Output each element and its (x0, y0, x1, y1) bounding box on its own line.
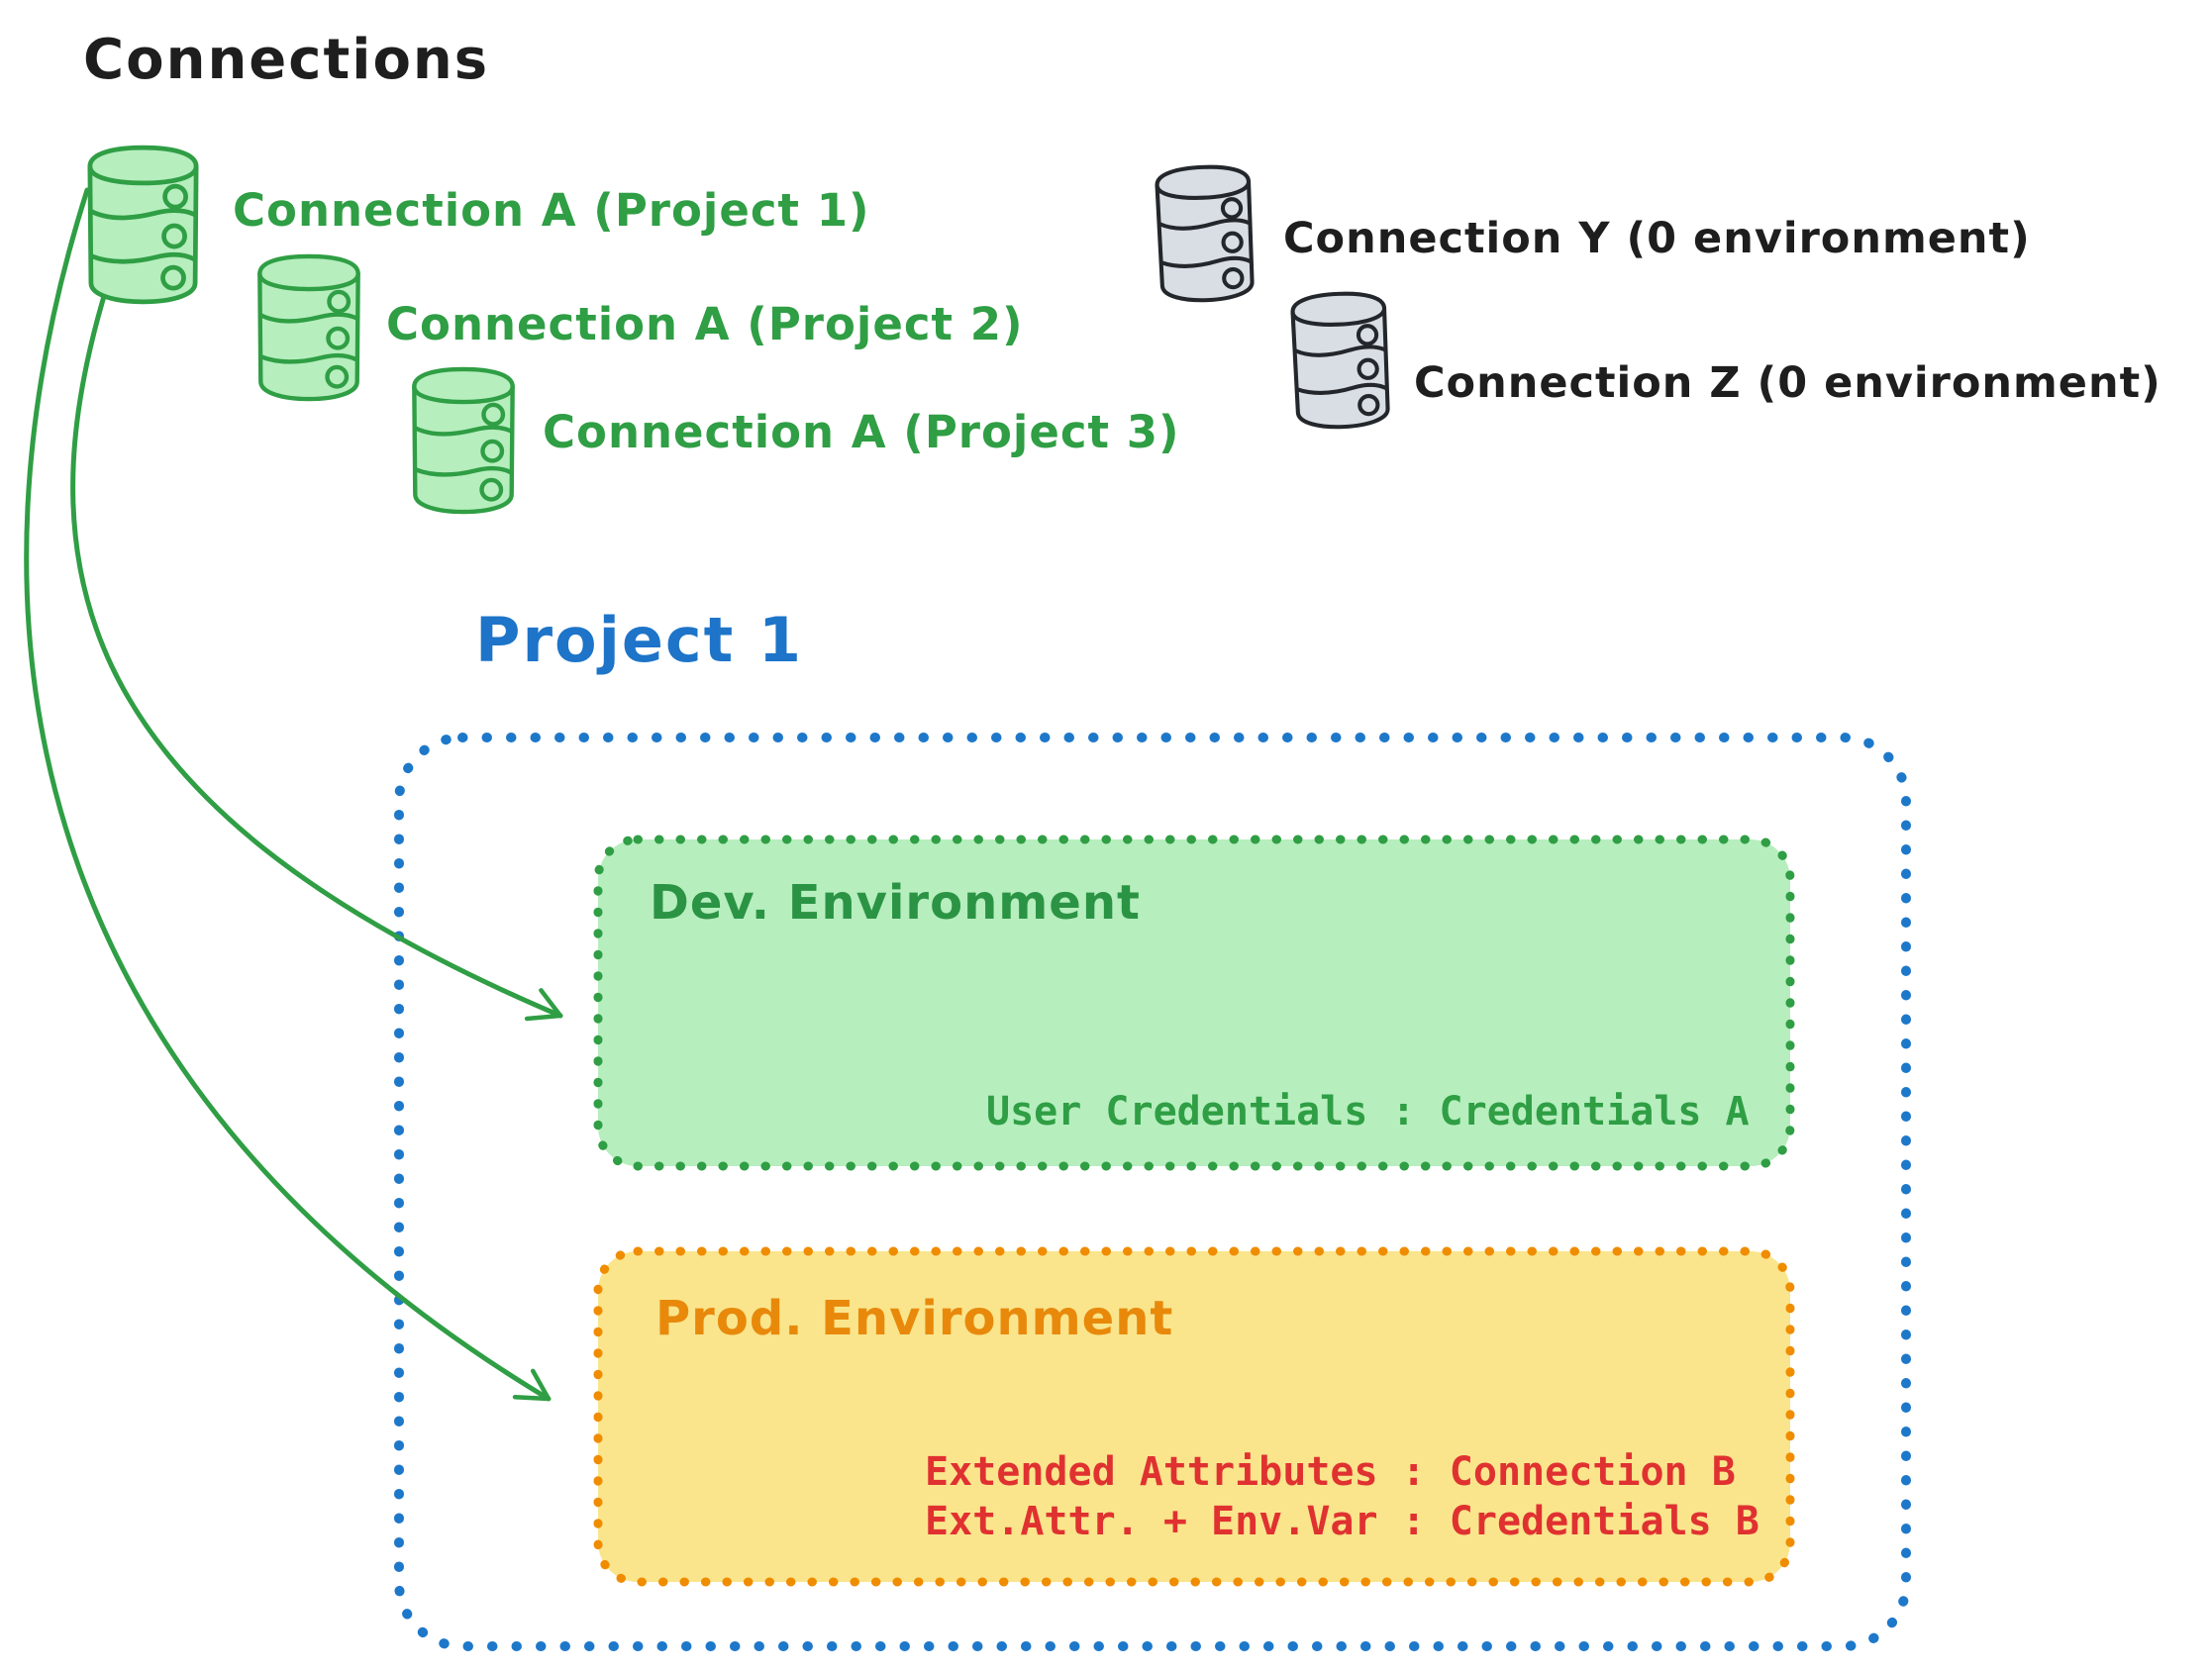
diagram-title: Connections (83, 28, 490, 92)
connection-z-label: Connection Z (0 environment) (1414, 358, 2162, 408)
database-icon-connection-a-project-2 (244, 253, 374, 402)
connection-a-project-1-label: Connection A (Project 1) (233, 184, 870, 237)
database-icon-connection-z (1279, 287, 1402, 433)
database-icon-connection-y (1144, 160, 1266, 306)
database-icon-connection-a-project-1 (71, 145, 215, 305)
dev-credentials-mapping: User Credentials : Credentials A (986, 1089, 1750, 1134)
prod-mappings-block: Extended Attributes : Connection B Ext.A… (925, 1447, 1760, 1546)
project-1-title: Project 1 (475, 604, 804, 676)
connection-a-project-2-label: Connection A (Project 2) (386, 298, 1024, 350)
prod-mapping-line-2: Ext.Attr. + Env.Var : Credentials B (925, 1499, 1760, 1544)
prod-environment-title: Prod. Environment (655, 1291, 1174, 1346)
dev-environment-title: Dev. Environment (650, 875, 1141, 931)
connection-a-project-3-label: Connection A (Project 3) (543, 406, 1180, 458)
connection-y-label: Connection Y (0 environment) (1283, 214, 2031, 263)
database-icon-connection-a-project-3 (398, 366, 529, 515)
prod-mapping-line-1: Extended Attributes : Connection B (925, 1449, 1736, 1495)
